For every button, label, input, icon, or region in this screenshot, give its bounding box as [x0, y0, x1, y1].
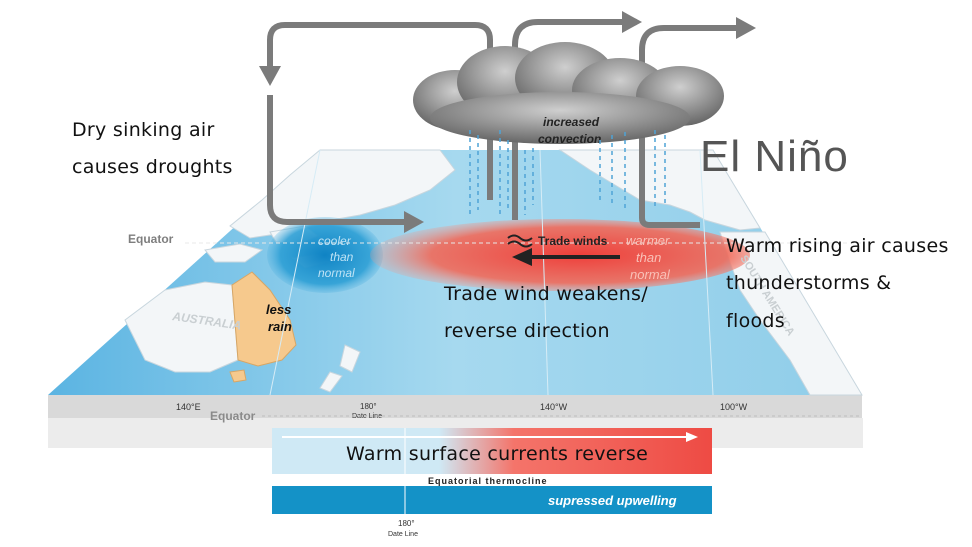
suppressed-upwelling-bar — [272, 486, 712, 514]
thermocline-gap — [272, 474, 712, 486]
lon-180-label: 180° — [360, 402, 377, 411]
caption-line: floods — [726, 309, 785, 332]
bottom-180-label: 180° — [398, 519, 415, 528]
surface-current-band — [272, 428, 712, 474]
less-rain-label-2: rain — [268, 319, 292, 334]
walker-cell-middle-head — [622, 11, 642, 33]
tasmania — [229, 369, 247, 383]
dry-sinking-air-caption: Dry sinking air causes droughts — [72, 116, 233, 183]
lon-180-dateline-label: Date Line — [352, 413, 382, 420]
warm-rising-air-caption: Warm rising air causes thunderstorms & f… — [726, 232, 949, 336]
south-america-landmass — [719, 231, 863, 396]
walker-cell-west-head — [259, 66, 281, 86]
walker-cell-east-return — [639, 217, 700, 228]
surface-current-arrow-head — [686, 432, 698, 442]
trade-winds-label: Trade winds — [538, 234, 608, 248]
trade-wind-weakens-caption: Trade wind weakens/ reverse direction — [444, 280, 648, 347]
meridian-100w — [699, 149, 714, 396]
meridian-140w — [539, 149, 549, 396]
suppressed-upwelling-label: supressed upwelling — [548, 493, 677, 508]
lon-100w-label: 100°W — [720, 402, 748, 412]
bottom-dateline-label: Date Line — [388, 531, 418, 538]
warmer-label-2: than — [636, 250, 661, 265]
walker-cell-east-arrow — [639, 25, 740, 218]
lon-140e-label: 140°E — [176, 402, 201, 412]
less-rain-label-1: less — [266, 302, 291, 317]
map-base-slab — [48, 395, 862, 418]
caption-line: thunderstorms & — [726, 272, 892, 295]
walker-cell-middle-arrow — [512, 19, 625, 220]
walker-cell-west-return-head — [404, 211, 424, 233]
caption-line: Trade wind weakens/ — [444, 283, 648, 305]
cooler-than-normal-region — [267, 217, 383, 293]
walker-cell-west-return — [267, 95, 408, 225]
walker-cell-east-head — [736, 17, 756, 39]
equator-label-bottom: Equator — [210, 409, 256, 423]
north-america-landmass — [558, 149, 761, 231]
diagram-title: El Niño — [700, 132, 849, 181]
warm-surface-currents-caption: Warm surface currents reverse — [346, 443, 649, 465]
caption-line: causes droughts — [72, 156, 233, 179]
warmer-label-3: normal — [630, 267, 671, 282]
caption-line: reverse direction — [444, 320, 610, 343]
rain-streaks — [469, 130, 666, 218]
walker-cell-west-arrow — [267, 22, 493, 200]
warmer-label-1: warmer — [626, 233, 670, 248]
thermocline-label: Equatorial thermocline — [428, 476, 548, 486]
cooler-label-2: than — [330, 250, 354, 264]
meridian-140e — [269, 149, 321, 396]
increased-convection-label-2: convection — [538, 132, 601, 146]
cooler-label-1: cooler — [318, 234, 352, 248]
increased-convection-label-1: increased — [543, 115, 600, 129]
new-zealand — [319, 344, 361, 393]
cooler-label-3: normal — [318, 266, 355, 280]
wind-wave-icon — [507, 234, 533, 248]
caption-line: Dry sinking air — [72, 119, 215, 141]
equator-label-top: Equator — [128, 232, 174, 246]
lon-140w-label: 140°W — [540, 402, 568, 412]
caption-line: Warm rising air causes — [726, 235, 949, 257]
australia-east-less-rain — [231, 271, 297, 367]
convection-cloud — [413, 42, 724, 144]
trade-wind-arrow-head — [512, 248, 532, 266]
